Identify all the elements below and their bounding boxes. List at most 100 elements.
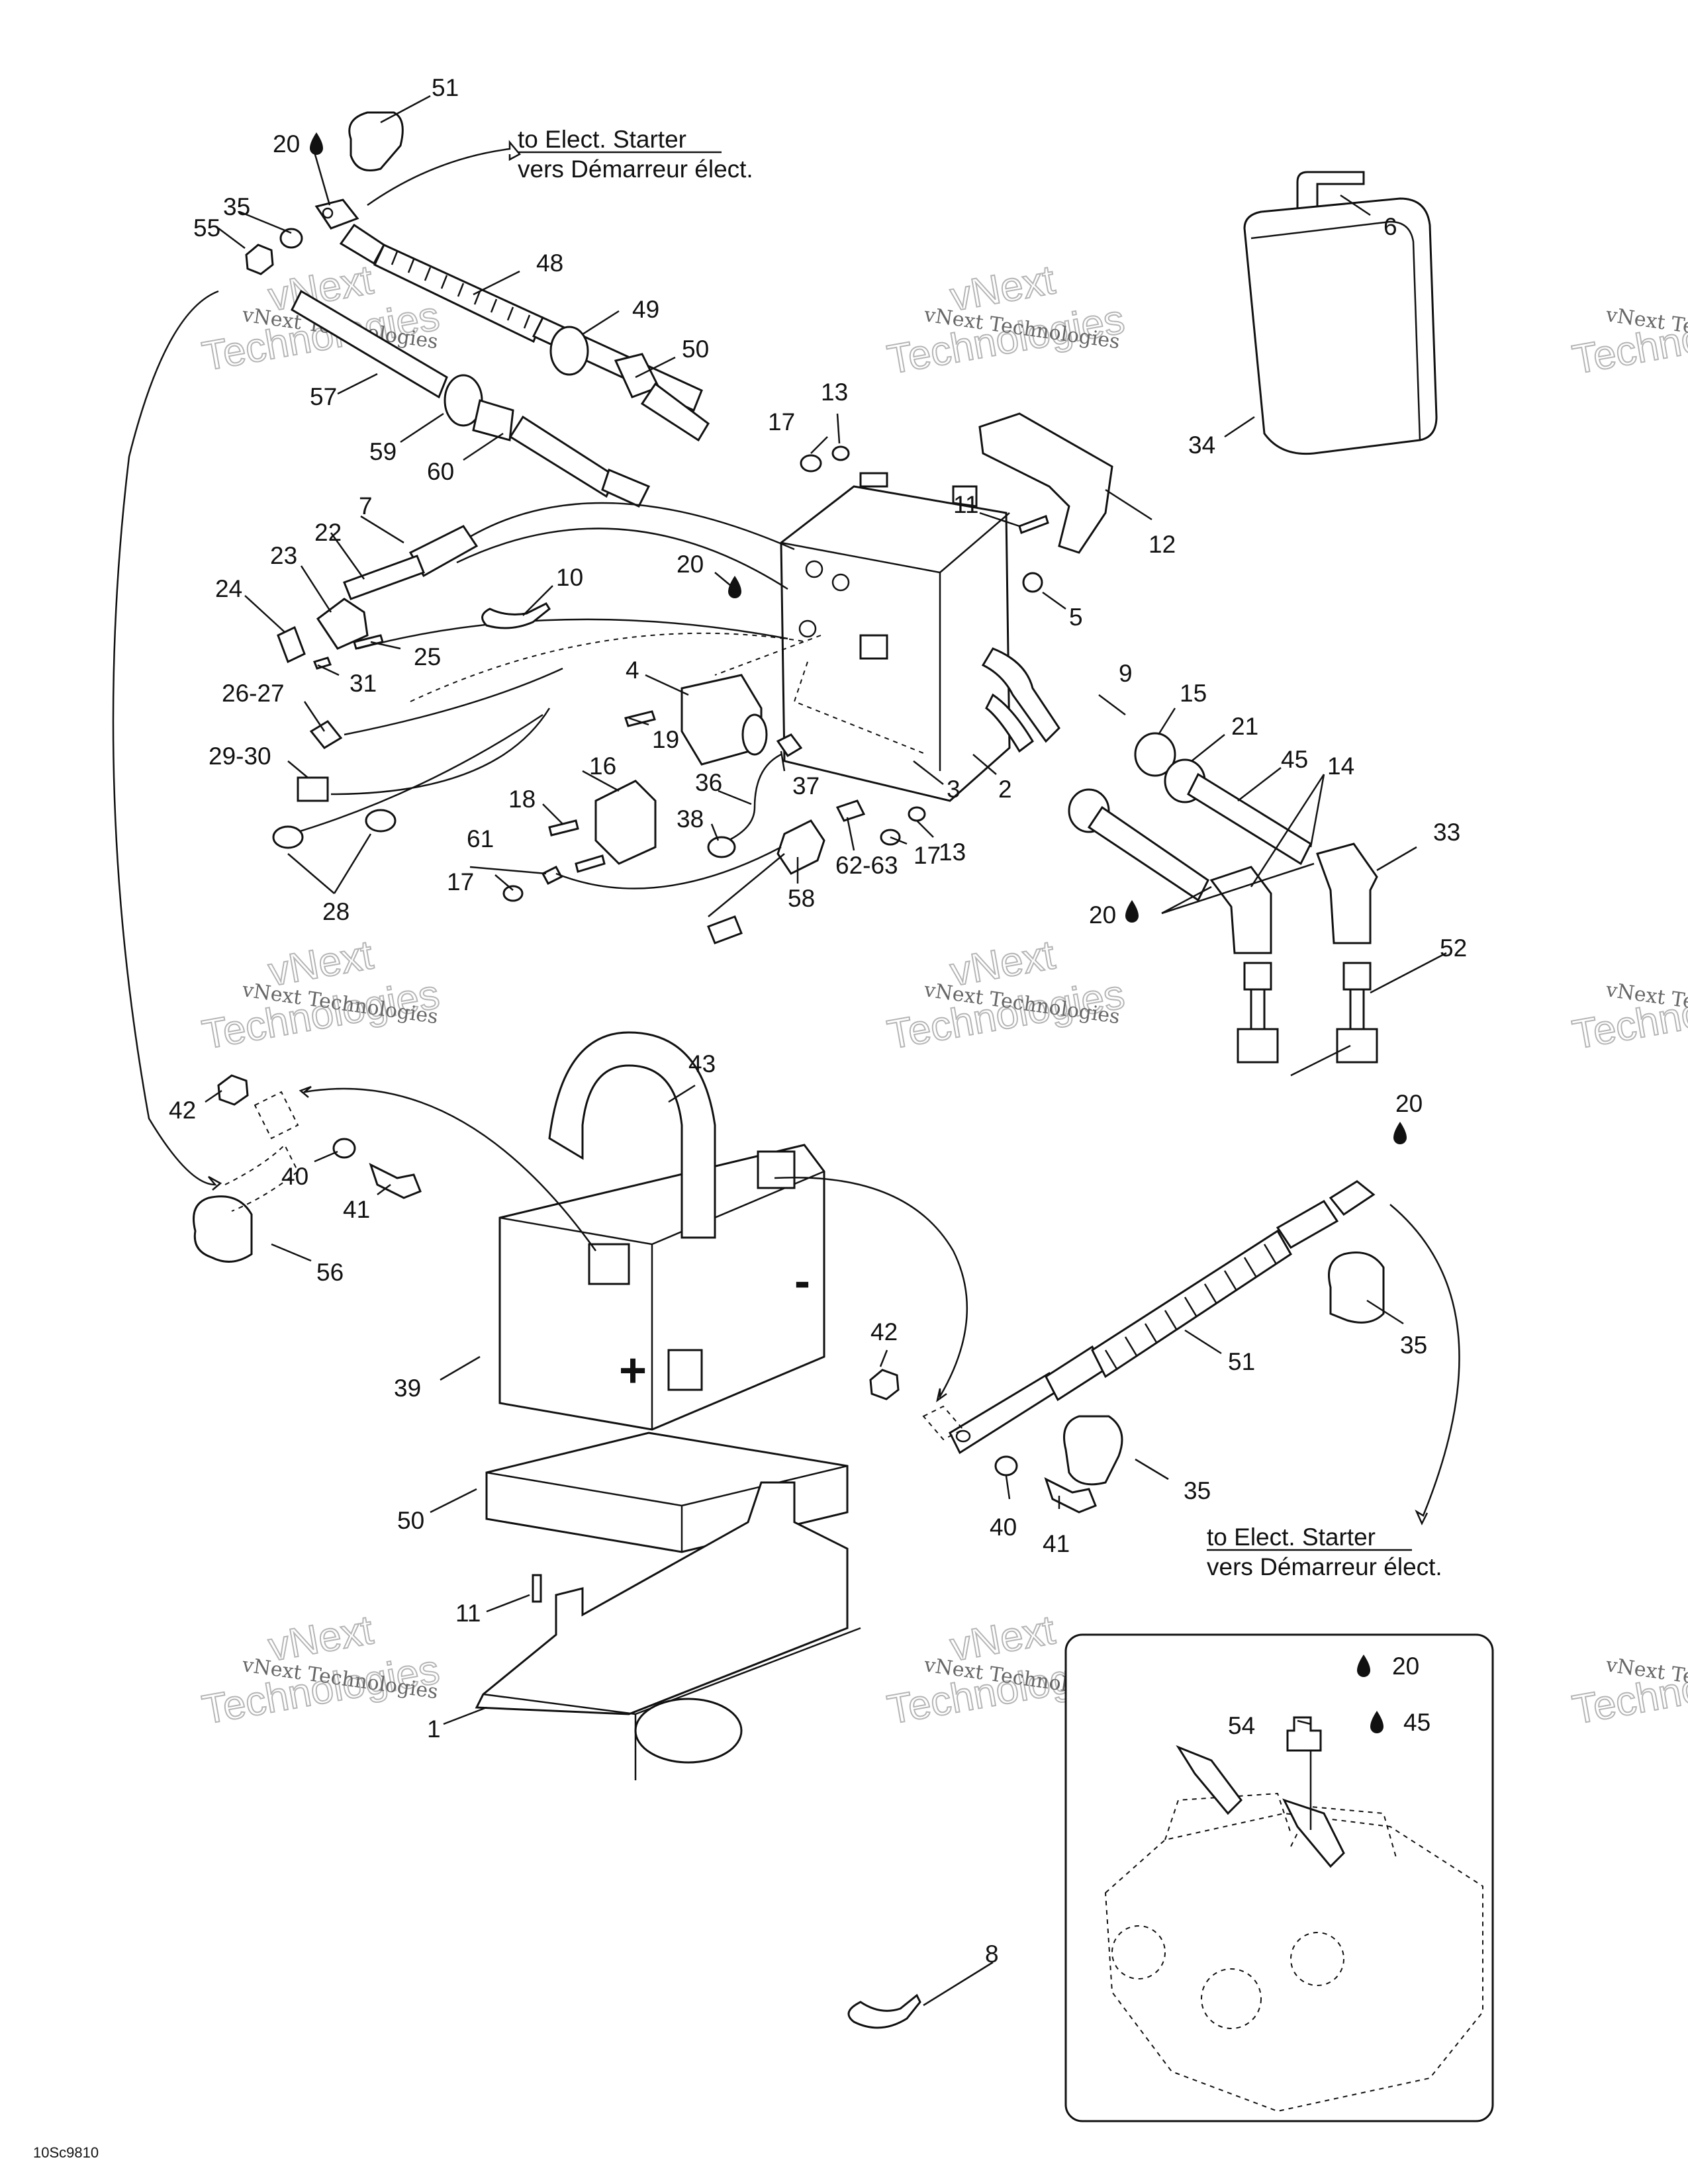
washer bbox=[332, 1138, 356, 1159]
callout-label: 20 bbox=[273, 130, 300, 158]
callout-label: 13 bbox=[939, 839, 966, 866]
rubber-pad bbox=[1243, 197, 1438, 455]
callout-label: 26-27 bbox=[222, 680, 285, 707]
callout-label: 49 bbox=[632, 296, 659, 323]
starter-note-top: to Elect. Starter vers Démarreur élect. bbox=[518, 126, 753, 183]
callout-label: 23 bbox=[270, 542, 297, 569]
callout-label: 18 bbox=[508, 786, 536, 813]
callout-label: 35 bbox=[223, 193, 250, 220]
bracket bbox=[978, 412, 1113, 554]
callout-label: 9 bbox=[1119, 660, 1133, 687]
callout-label: 51 bbox=[432, 74, 459, 101]
callout-label: 40 bbox=[281, 1163, 308, 1190]
watermark-7: Technologies vNext vNext Technologies bbox=[198, 1606, 443, 1733]
clip bbox=[1296, 171, 1365, 213]
starter-arrow-bottom bbox=[1389, 1204, 1460, 1525]
callout-label: 45 bbox=[1281, 746, 1308, 773]
nut bbox=[245, 244, 274, 275]
callout-label: 11 bbox=[953, 491, 978, 518]
drop-icon bbox=[1357, 1655, 1370, 1677]
callout-label: 22 bbox=[314, 519, 342, 546]
nut bbox=[217, 1074, 249, 1106]
ring-terminal bbox=[365, 809, 397, 833]
callout-label: 14 bbox=[1327, 752, 1354, 780]
starter-arrow-top bbox=[367, 140, 521, 206]
wire-terminal bbox=[541, 866, 563, 885]
callout-label: 17 bbox=[914, 842, 941, 869]
engine-inset-frame bbox=[1064, 1633, 1494, 2122]
grommet bbox=[1022, 572, 1043, 593]
terminal-boot bbox=[193, 1195, 253, 1263]
callout-label: 52 bbox=[1440, 934, 1467, 962]
drop-icons bbox=[310, 132, 1407, 1733]
callout-label: 8 bbox=[985, 1940, 999, 1968]
callout-label: 50 bbox=[682, 336, 709, 363]
callout-label: 17 bbox=[447, 868, 474, 895]
cable-tie bbox=[847, 1993, 921, 2029]
electrical-box bbox=[780, 485, 1011, 802]
callout-label: 1 bbox=[427, 1715, 441, 1743]
washer bbox=[279, 228, 303, 249]
callout-label: 38 bbox=[677, 805, 704, 833]
starter-cable-boot bbox=[348, 111, 404, 171]
arrow-neg-terminal bbox=[774, 1177, 968, 1402]
callout-label: 16 bbox=[589, 752, 616, 780]
callout-label: 42 bbox=[169, 1097, 196, 1124]
ground-loop bbox=[112, 290, 222, 1191]
callout-label: 20 bbox=[677, 551, 704, 578]
battery-tray bbox=[475, 1481, 849, 1715]
callout-label: 20 bbox=[1089, 901, 1116, 929]
callout-label: 34 bbox=[1188, 432, 1215, 459]
callout-label: 15 bbox=[1180, 680, 1207, 707]
watermark-6: Technologies vNext Technologies bbox=[1568, 971, 1688, 1059]
callout-label: 11 bbox=[455, 1600, 481, 1627]
callout-label: 31 bbox=[350, 670, 377, 697]
callout-label: 19 bbox=[652, 726, 679, 753]
callout-label: 57 bbox=[310, 383, 337, 410]
connector-29-30 bbox=[297, 776, 329, 802]
drop-icon bbox=[1125, 900, 1139, 923]
callout-label: 41 bbox=[343, 1196, 370, 1223]
bolt bbox=[1044, 1477, 1097, 1514]
callout-label: 56 bbox=[316, 1259, 344, 1286]
callout-label: 6 bbox=[1383, 213, 1397, 240]
callout-label: 25 bbox=[414, 643, 441, 670]
terminal-boot bbox=[1328, 1251, 1385, 1324]
callout-label: 58 bbox=[788, 885, 815, 912]
callout-label: 42 bbox=[870, 1318, 898, 1345]
fuse-holder bbox=[776, 819, 825, 875]
callout-label: 7 bbox=[359, 492, 373, 520]
callout-label: 41 bbox=[1043, 1530, 1070, 1557]
wiring-harness bbox=[277, 502, 808, 835]
nut bbox=[869, 1369, 900, 1400]
callout-label: 50 bbox=[397, 1507, 424, 1534]
note-french: vers Démarreur élect. bbox=[518, 156, 753, 183]
spark-plug-caps bbox=[1209, 842, 1378, 1064]
callout-label: 3 bbox=[947, 776, 961, 803]
washer bbox=[994, 1455, 1018, 1477]
callout-label: 12 bbox=[1149, 531, 1176, 558]
terminal-boot bbox=[1063, 1415, 1123, 1486]
drop-icon bbox=[1370, 1711, 1383, 1733]
callout-label: 48 bbox=[536, 250, 563, 277]
battery: + - bbox=[498, 1031, 825, 1431]
callout-label: 37 bbox=[792, 772, 820, 799]
note-english: to Elect. Starter bbox=[518, 126, 686, 153]
watermark-3: Technologies vNext Technologies bbox=[1568, 296, 1688, 384]
callout-label: 35 bbox=[1184, 1477, 1211, 1504]
fuse bbox=[353, 634, 384, 650]
callout-label: 35 bbox=[1400, 1332, 1427, 1359]
washer bbox=[831, 445, 850, 461]
callout-label: 39 bbox=[394, 1375, 421, 1402]
battery-positive-sign: + bbox=[619, 1344, 647, 1397]
callout-label: 40 bbox=[990, 1514, 1017, 1541]
callout-labels: 51 20 35 55 48 49 50 57 59 60 17 13 6 34… bbox=[169, 74, 1467, 1968]
callout-label: 54 bbox=[1228, 1712, 1255, 1739]
watermark-5: Technologies vNext vNext Technologies bbox=[883, 931, 1128, 1058]
watermark-2: Technologies vNext vNext Technologies bbox=[883, 256, 1128, 383]
callout-label: 20 bbox=[1392, 1653, 1419, 1680]
callout-label: 55 bbox=[193, 214, 220, 242]
drop-icon bbox=[310, 132, 323, 155]
callout-label: 28 bbox=[322, 898, 350, 925]
